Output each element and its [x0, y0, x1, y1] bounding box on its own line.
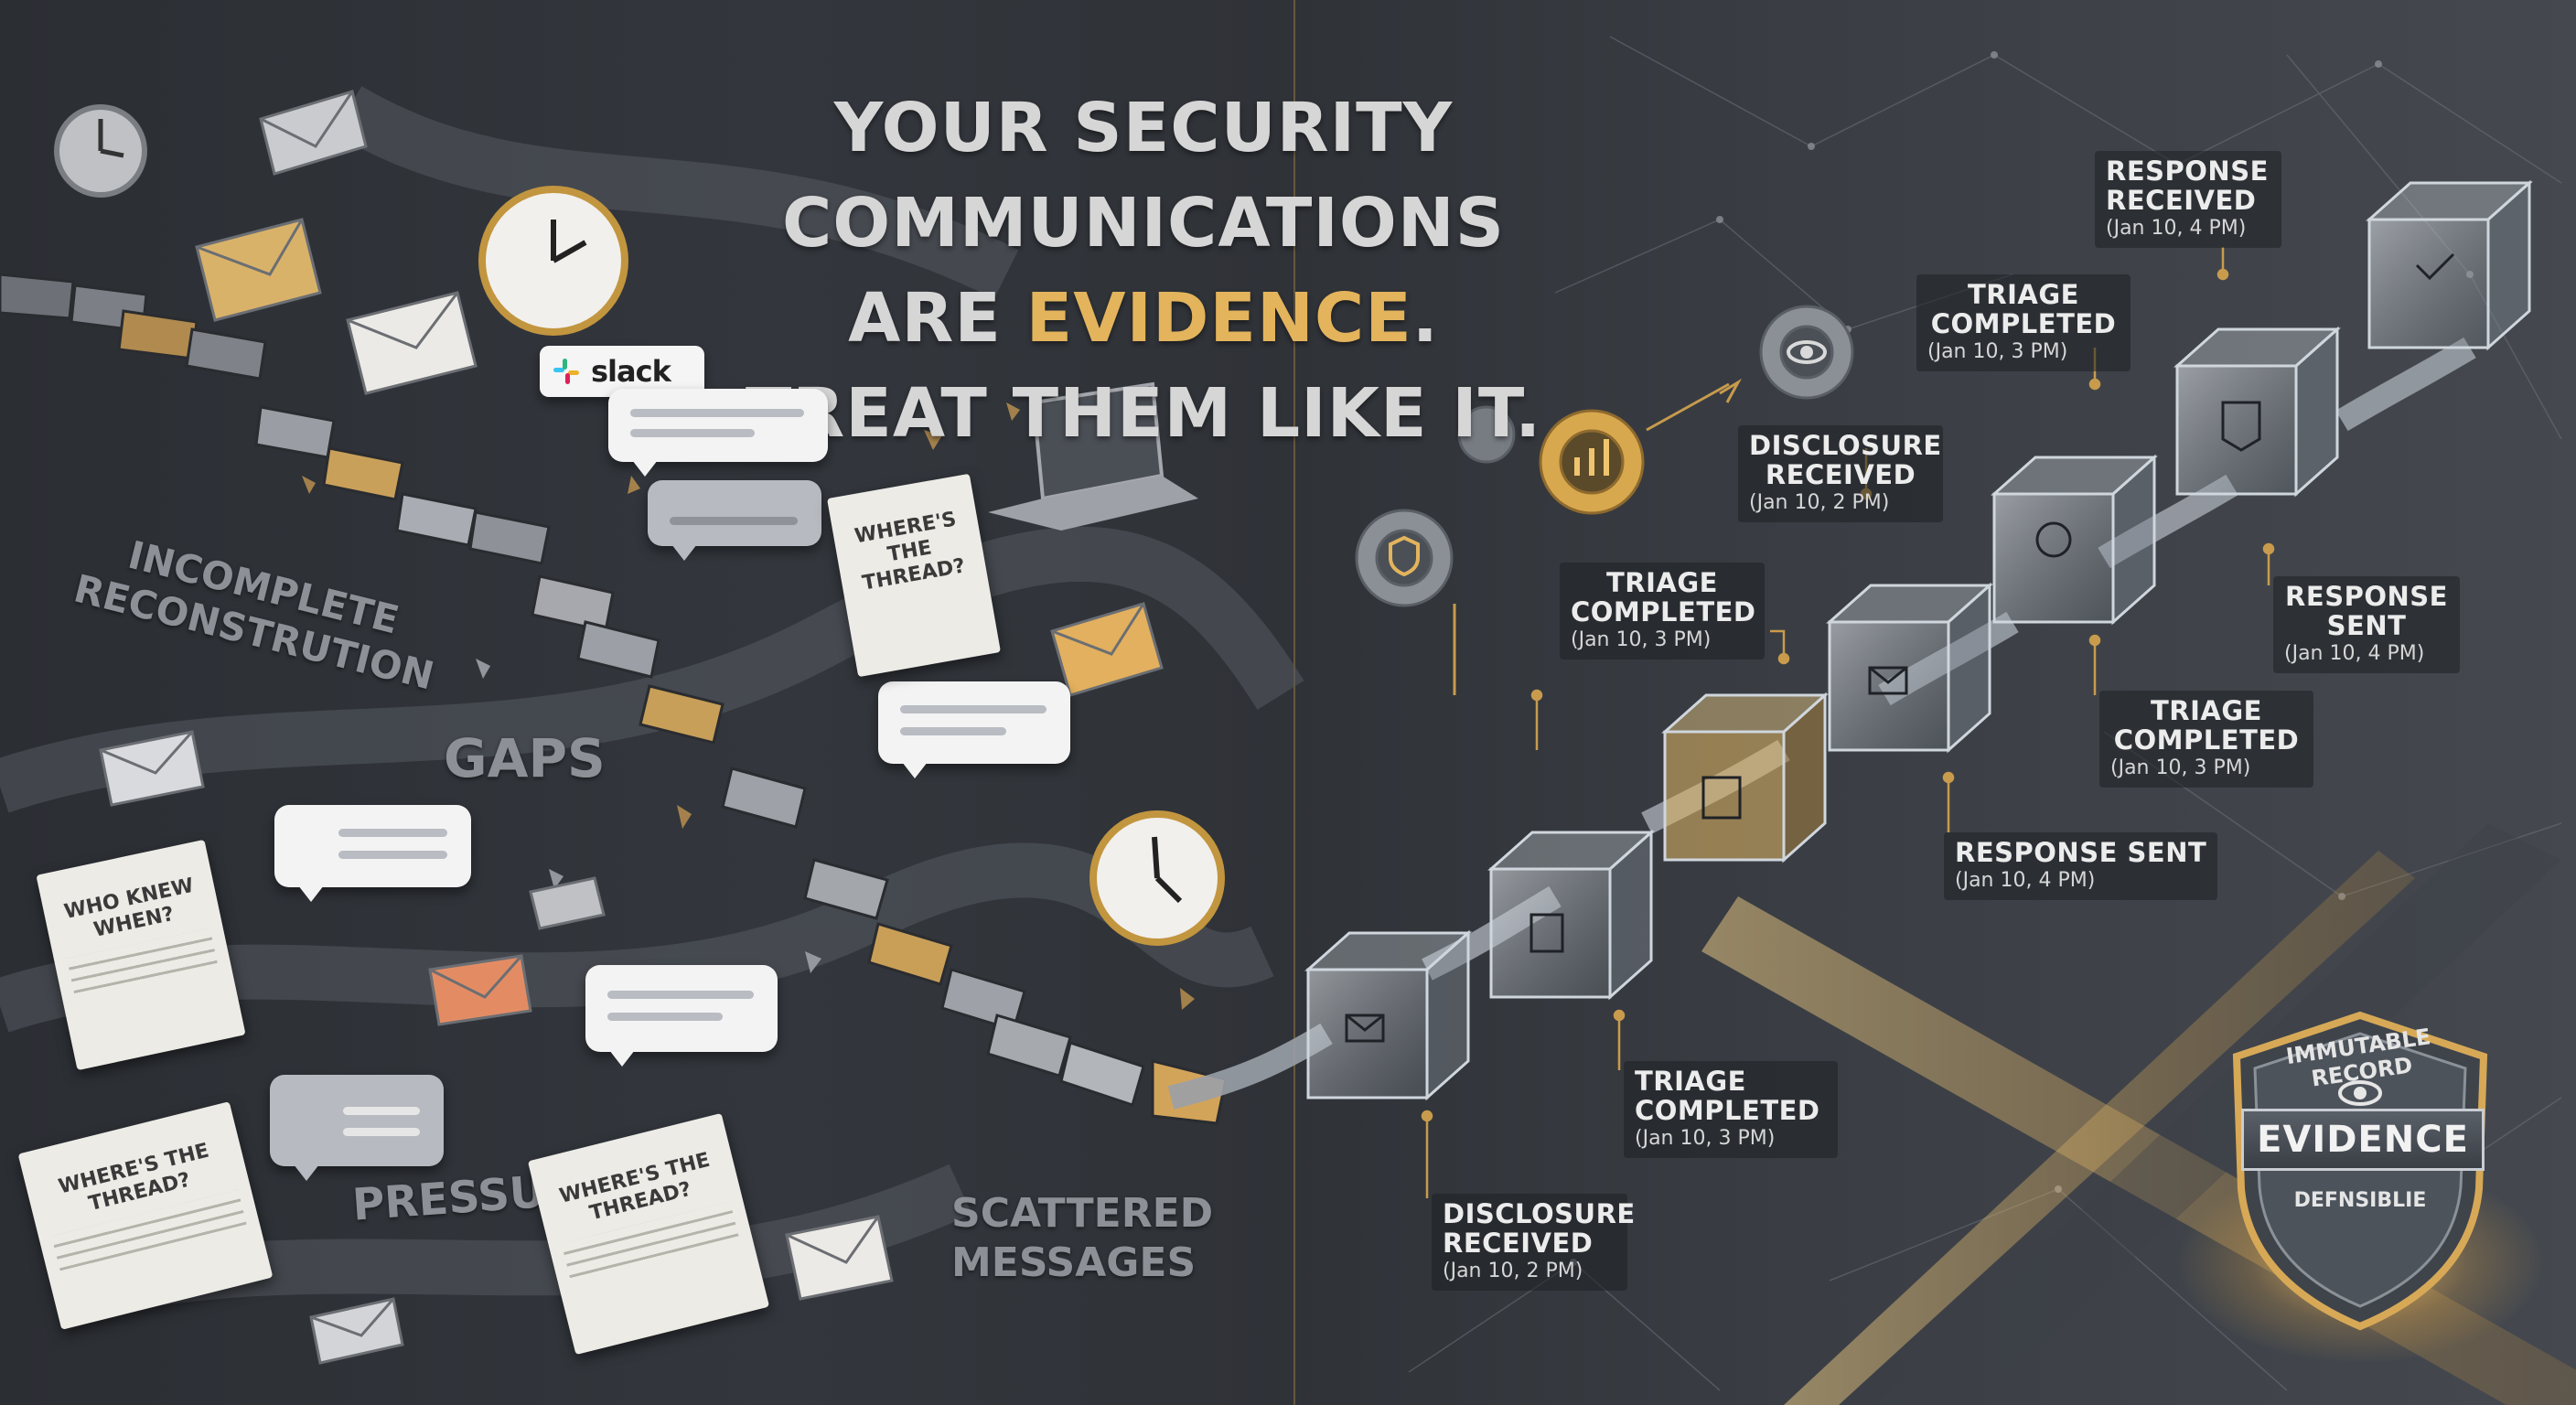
note-text: WHERE'S THE THREAD? — [853, 508, 967, 595]
cube-5 — [1991, 454, 2158, 626]
broken-blocks — [0, 273, 1228, 1125]
timeline-date: (Jan 10, 3 PM) — [1635, 1127, 1776, 1150]
laptop-icon — [988, 381, 1198, 531]
cube-1 — [1304, 929, 1472, 1101]
cube-6 — [2174, 326, 2341, 498]
debris — [302, 402, 1195, 1010]
timeline-title: RESPONSE RECEIVED — [2106, 156, 2269, 216]
headline-highlight: EVIDENCE — [1025, 279, 1412, 358]
chat-bubble — [648, 480, 821, 561]
chat-bubble — [270, 1075, 444, 1181]
headline-line-2-post: . — [1411, 279, 1439, 358]
headline-line-2: ARE EVIDENCE. — [549, 271, 1738, 366]
shield-icon — [1389, 535, 1420, 577]
chart-icon — [1574, 439, 1609, 476]
timeline-label: TRIAGE COMPLETED (Jan 10, 3 PM) — [1560, 563, 1765, 660]
cube-7 — [2366, 179, 2533, 351]
chat-bubble — [274, 805, 471, 902]
shield-badge-icon — [2232, 1011, 2488, 1331]
note-text: WHO KNEW WHEN? — [62, 874, 196, 942]
timeline-label: TRIAGE COMPLETED (Jan 10, 3 PM) — [2099, 691, 2313, 788]
timeline-date: (Jan 10, 3 PM) — [1571, 628, 1712, 651]
chat-bubble — [878, 681, 1070, 778]
chat-bubble — [585, 965, 778, 1067]
timeline-title: TRIAGE COMPLETED — [1571, 567, 1756, 627]
timeline-date: (Jan 10, 4 PM) — [2284, 642, 2425, 665]
cube-2 — [1487, 829, 1655, 1001]
timeline-label: TRIAGE COMPLETED (Jan 10, 3 PM) — [1916, 274, 2131, 371]
timeline-date: (Jan 10, 4 PM) — [2106, 217, 2247, 240]
cubes — [1304, 179, 2533, 1101]
badge-bottom-text: DEFNSIBLIE — [2293, 1189, 2427, 1212]
cube-glyphs — [1345, 252, 2455, 1043]
timeline-title: RESPONSE SENT — [1955, 837, 2207, 868]
evidence-badge: IMMUTABLE RECORD EVIDENCE DEFNSIBLIE — [2214, 1006, 2506, 1335]
headline: YOUR SECURITY COMMUNICATIONS ARE EVIDENC… — [549, 80, 1738, 461]
clock-icon — [54, 104, 1225, 946]
slack-label: slack — [591, 354, 671, 389]
envelope-icon — [99, 90, 1164, 1365]
timeline-title: DISCLOSURE RECEIVED — [1749, 430, 1942, 490]
chat-bubble — [608, 389, 828, 477]
paper-note: WHERE'S THE THREAD? — [827, 473, 1001, 678]
cube-3 — [1661, 692, 1829, 863]
headline-line-2-pre: ARE — [848, 279, 1026, 358]
slack-message: slack — [540, 346, 704, 397]
label-gaps: GAPS — [444, 727, 606, 789]
timeline-title: DISCLOSURE RECEIVED — [1443, 1198, 1636, 1259]
headline-line-1: YOUR SECURITY COMMUNICATIONS — [781, 89, 1506, 263]
timeline-label: RESPONSE RECEIVED (Jan 10, 4 PM) — [2095, 151, 2281, 248]
timeline-date: (Jan 10, 2 PM) — [1749, 491, 1890, 514]
slack-icon — [551, 356, 582, 387]
label-scattered-messages: SCATTERED MESSAGES — [951, 1190, 1214, 1286]
timeline-title: TRIAGE COMPLETED — [1930, 279, 2117, 339]
timeline-label: RESPONSE SENT (Jan 10, 4 PM) — [1944, 832, 2218, 900]
cube-4 — [1826, 582, 1993, 754]
timeline-label: TRIAGE COMPLETED (Jan 10, 3 PM) — [1624, 1061, 1838, 1158]
connector-lines — [1421, 247, 2275, 1198]
timeline-date: (Jan 10, 3 PM) — [2110, 756, 2251, 779]
headline-line-3: TREAT THEM LIKE IT. — [745, 374, 1542, 453]
timeline-date: (Jan 10, 4 PM) — [1955, 869, 2096, 892]
timeline-label: RESPONSE SENT (Jan 10, 4 PM) — [2273, 576, 2460, 673]
timeline-label: DISCLOSURE RECEIVED (Jan 10, 2 PM) — [1432, 1194, 1636, 1291]
timeline-title: RESPONSE SENT — [2285, 581, 2448, 641]
timeline-title: TRIAGE COMPLETED — [1635, 1066, 1820, 1126]
badge-center-text: EVIDENCE — [2241, 1109, 2485, 1171]
timeline-date: (Jan 10, 3 PM) — [1927, 340, 2068, 363]
eye-icon — [1787, 340, 1827, 364]
gear-arrows — [1453, 378, 1742, 695]
timeline-label: DISCLOSURE RECEIVED (Jan 10, 2 PM) — [1738, 425, 1943, 522]
timeline-date: (Jan 10, 2 PM) — [1443, 1260, 1583, 1282]
timeline-title: TRIAGE COMPLETED — [2113, 695, 2300, 756]
